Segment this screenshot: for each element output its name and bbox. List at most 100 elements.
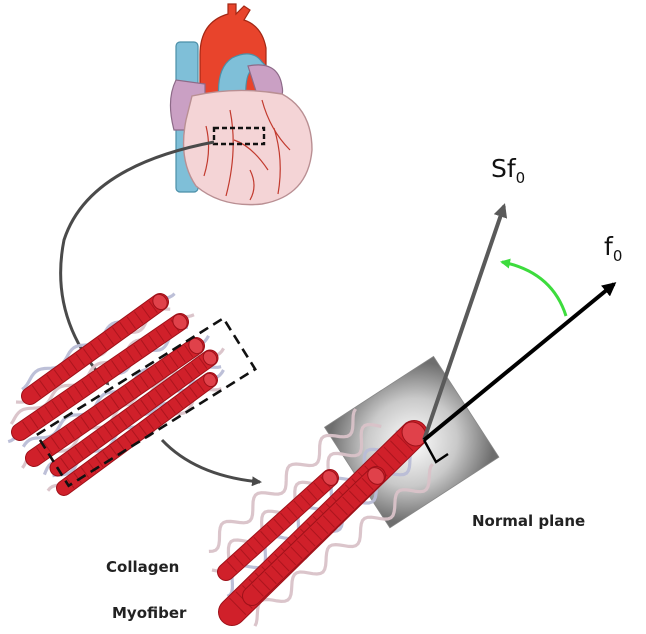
myofiber-striation (73, 472, 82, 484)
f0-label-sub: 0 (612, 247, 623, 265)
myofiber-striation (240, 548, 251, 561)
myofiber-striation (313, 482, 324, 494)
myofiber-striation (119, 321, 129, 335)
myofiber-striation (196, 381, 205, 393)
myofiber-striation (90, 342, 100, 356)
myofiber-striation (103, 425, 113, 438)
myofiber-striation (251, 584, 264, 597)
myofiber-striation (80, 467, 90, 478)
myofiber-segment (21, 293, 169, 405)
fiber-bundle (7, 292, 257, 496)
myofiber-striation (126, 316, 136, 329)
myofiber-striation (147, 370, 157, 383)
heart-illustration (169, 3, 313, 206)
myofiber-striation (141, 306, 151, 319)
myofiber-striation (81, 380, 91, 393)
myofiber-striation (198, 357, 208, 369)
myofiber-striation (58, 431, 68, 445)
myofiber-striation (191, 362, 201, 375)
myofiber-striation (174, 397, 184, 409)
right-angle-marker (422, 439, 449, 464)
myofiber-striation (154, 365, 164, 378)
myofiber-striation (329, 509, 342, 522)
myofiber-striation (29, 416, 39, 429)
myofiber-striation (111, 360, 121, 373)
myofiber-striation (260, 530, 271, 543)
myofiber-end (152, 293, 168, 311)
myofiber-striation (31, 385, 42, 398)
myofiber-end (203, 372, 217, 388)
myofiber-striation (95, 456, 104, 468)
myofiber-striation (226, 560, 238, 573)
myofiber-label: Myofiber (112, 604, 187, 622)
myofiber-striation (39, 379, 49, 393)
myofiber-striation (97, 337, 107, 350)
myofiber-striation (124, 385, 134, 399)
sf0-label-main: Sf (491, 154, 516, 183)
f0-label: f0 (604, 232, 622, 265)
myofiber-striation (140, 339, 150, 353)
myofiber-striation (109, 445, 118, 457)
myofiber-segment (217, 469, 339, 581)
myofiber-striation (43, 442, 53, 455)
myofiber-striation (124, 435, 133, 446)
myofiber-striation (280, 512, 291, 525)
myofiber-striation (309, 527, 322, 541)
myofiber-body (57, 373, 217, 495)
coronary-vessels (203, 99, 291, 201)
myofiber-end (202, 350, 218, 366)
myofiber-striation (22, 421, 32, 434)
myofiber-striation (133, 344, 143, 358)
myofiber-striation (68, 358, 78, 372)
fiber-vector-f0 (422, 282, 617, 442)
myofiber-striation (167, 402, 176, 414)
myofiber-striation (117, 390, 127, 404)
myofiber-striation (264, 571, 277, 585)
myofiber-striation (271, 565, 284, 578)
myofiber-striation (133, 311, 144, 324)
myofiber-striation (74, 446, 84, 459)
myofiber-striation (82, 348, 93, 361)
myofiber-segment (25, 337, 205, 467)
myofiber-striation (67, 452, 77, 464)
collagen-strand (208, 408, 357, 553)
myofiber-striation (133, 404, 142, 417)
myofiber-striation (147, 394, 157, 406)
myofiber-striation (286, 506, 298, 518)
collagen-strand (211, 422, 382, 573)
myofiber-striation (125, 349, 135, 363)
myofiber-striation (51, 400, 61, 414)
myofiber-striation (36, 447, 46, 460)
myofiber-striation (104, 332, 115, 345)
myofiber-striation (53, 369, 63, 382)
myofiber-striation (96, 431, 106, 443)
myofiber-striation (297, 540, 310, 553)
myofiber-striation (342, 496, 355, 509)
myofiber-segment (242, 466, 386, 606)
myofiber-striation (73, 421, 83, 435)
myofiber-segment (56, 372, 218, 496)
myofiber-striation (140, 399, 150, 412)
arrow-bundle-to-zoom (160, 438, 262, 487)
f0-label-main: f (604, 232, 613, 261)
myofiber-striation (46, 374, 56, 387)
myofiber-end (172, 313, 188, 331)
myofiber-end (367, 467, 385, 485)
myofiber-striation (145, 419, 155, 430)
myofiber-striation (284, 552, 297, 566)
collagen-strand (253, 463, 434, 627)
myofiber-striation (163, 324, 172, 337)
myofiber-striation (65, 426, 75, 440)
myofiber-striation (155, 329, 165, 342)
myofiber-striation (138, 424, 147, 436)
myofiber-striation (293, 500, 304, 512)
myofiber-striation (246, 542, 258, 555)
myofiber-body (50, 350, 218, 476)
myofiber-striation (102, 401, 112, 414)
myofiber-striation (112, 327, 122, 340)
myofiber-striation (44, 405, 54, 419)
myofiber-striation (277, 559, 290, 572)
myofiber-striation (87, 411, 97, 424)
tissue-sample-box (212, 126, 266, 146)
